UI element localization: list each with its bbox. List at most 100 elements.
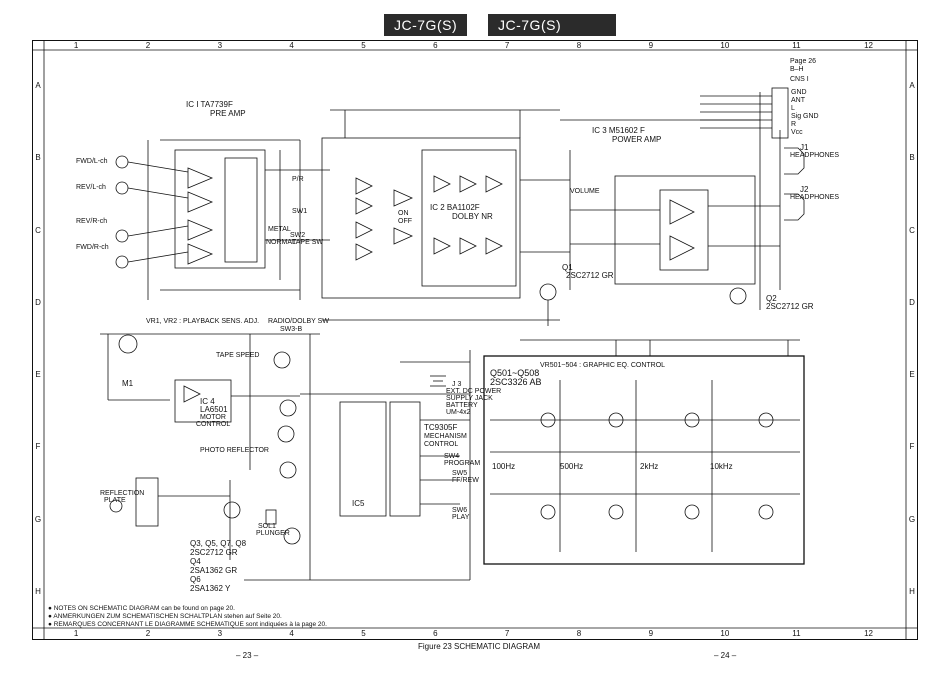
transistor-list-item: Q6 [190,575,201,584]
grid-col-bottom: 3 [217,629,223,638]
grid-col-top: 2 [145,41,151,50]
eq-band-label: 100Hz [492,462,516,471]
grid-row-left: B [35,153,41,163]
sol-label: SOL1 [258,523,276,530]
grid-col-bottom: 4 [289,629,294,638]
sw5-desc: FF/REW [452,477,479,484]
transistor-list-item: 2SA1362 GR [190,566,238,575]
grid-row-right: D [909,297,915,307]
note-fr: ● REMARQUES CONCERNANT LE DIAGRAMME SCHE… [48,621,327,628]
transistor-list-item: Q4 [190,557,201,566]
grid-row-left: F [35,442,41,452]
note-de: ● ANMERKUNGEN ZUM SCHEMATISCHEN SCHALTPL… [48,613,282,620]
input-jack-label: FWD/L-ch [76,158,108,165]
header-model-left: JC-7G(S) [384,14,468,36]
eq-band-label: 10kHz [710,462,733,471]
ic1-name: IC I TA7739F [186,100,233,109]
grid-row-left: C [35,225,41,235]
q1-ref: Q1 [562,263,573,272]
header-model-right: JC-7G(S) [488,14,616,36]
connector-pin-label: Vcc [791,129,803,136]
eq-band-label: 2kHz [640,462,659,471]
page-number-right: – 24 – [714,651,737,660]
battery-type-label: UM-4x2 [446,409,471,416]
ic4-part: LA6501 [200,405,228,414]
grid-row-right: A [909,81,915,91]
grid-col-bottom: 1 [73,629,79,638]
grid-col-bottom: 5 [361,629,366,638]
transistor-list-item: 2SA1362 Y [190,584,231,593]
reflection-label: REFLECTION [100,490,145,497]
schematic-frame [32,40,918,640]
transistor-list-item: 2SC2712 GR [190,548,238,557]
j2-label: J2 [800,185,809,194]
connector-pin-label: GND [791,89,807,96]
photo-reflector-label: PHOTO REFLECTOR [200,447,269,454]
note-en: ● NOTES ON SCHEMATIC DIAGRAM can be foun… [48,605,235,612]
j1-desc: HEADPHONES [790,152,840,159]
grid-col-top: 3 [217,41,223,50]
q1-part: 2SC2712 GR [566,271,614,280]
grid-row-left: G [34,514,42,524]
sw6-desc: PLAY [452,514,470,521]
grid-col-top: 1 [73,41,79,50]
eq-transistor-ref: Q501~Q508 [490,368,540,378]
grid-col-top: 10 [720,41,730,50]
grid-col-top: 5 [361,41,366,50]
graphic-eq-label: VR501~504 : GRAPHIC EQ. CONTROL [540,362,666,369]
sw5-label: SW5 [452,470,468,477]
grid-row-right: G [908,514,916,524]
grid-col-top: 7 [504,41,510,50]
j3-label: J 3 [452,381,462,388]
ic2-desc: DOLBY NR [452,212,493,221]
input-jack-label: REV/R-ch [76,218,108,225]
eq-transistor-part: 2SC3326 AB [490,377,542,387]
pr-label: P/R [292,176,304,183]
ic3-desc: POWER AMP [612,135,662,144]
grid-col-bottom: 6 [433,629,438,638]
j1-label: J1 [800,143,809,152]
sw3-label: SW3-B [280,326,303,333]
connector-pin-label: L [791,105,795,112]
sw6-label: SW6 [452,507,468,514]
grid-row-right: C [909,225,915,235]
grid-col-top: 9 [648,41,654,50]
grid-col-top: 6 [433,41,438,50]
ic2-name: IC 2 BA1102F [430,203,480,212]
radio-dolby-label: RADIO/DOLBY SW [268,318,329,325]
off-label: OFF [398,218,412,225]
on-label: ON [398,210,409,217]
page-number-left: – 23 – [236,651,259,660]
transistor-list-item: Q3, Q5, Q7, Q8 [190,539,247,548]
ic4-desc2: CONTROL [196,421,231,428]
q2-part: 2SC2712 GR [766,302,814,311]
grid-col-top: 11 [792,41,801,50]
volume-label: VOLUME [570,188,600,195]
grid-row-right: H [909,586,915,596]
connector-pin-label: ANT [791,97,805,104]
grid-col-bottom: 8 [576,629,582,638]
grid-row-left: E [35,370,41,380]
ic5-part: TC9305F [424,423,458,432]
page-ref-grid: B–H [790,66,804,73]
grid-col-bottom: 7 [504,629,510,638]
tape-speed-label: TAPE SPEED [216,352,260,359]
motor-label: M1 [122,379,134,388]
sw1-label: SW1 [292,208,308,215]
grid-col-top: 4 [289,41,294,50]
grid-row-right: E [909,370,915,380]
connector-pin-label: R [791,121,797,128]
grid-col-bottom: 9 [648,629,654,638]
q2-ref: Q2 [766,294,777,303]
grid-row-right: B [909,153,915,163]
grid-col-top: 8 [576,41,582,50]
playback-label: VR1, VR2 : PLAYBACK SENS. ADJ. [146,318,260,325]
supply-jack-label: SUPPLY JACK [446,395,493,402]
ic4-desc1: MOTOR [200,414,226,421]
grid-row-left: D [35,297,41,307]
grid-col-bottom: 11 [792,629,801,638]
input-jack-label: FWD/R-ch [76,244,109,251]
connector-label: CNS I [790,76,809,83]
grid-col-bottom: 2 [145,629,151,638]
